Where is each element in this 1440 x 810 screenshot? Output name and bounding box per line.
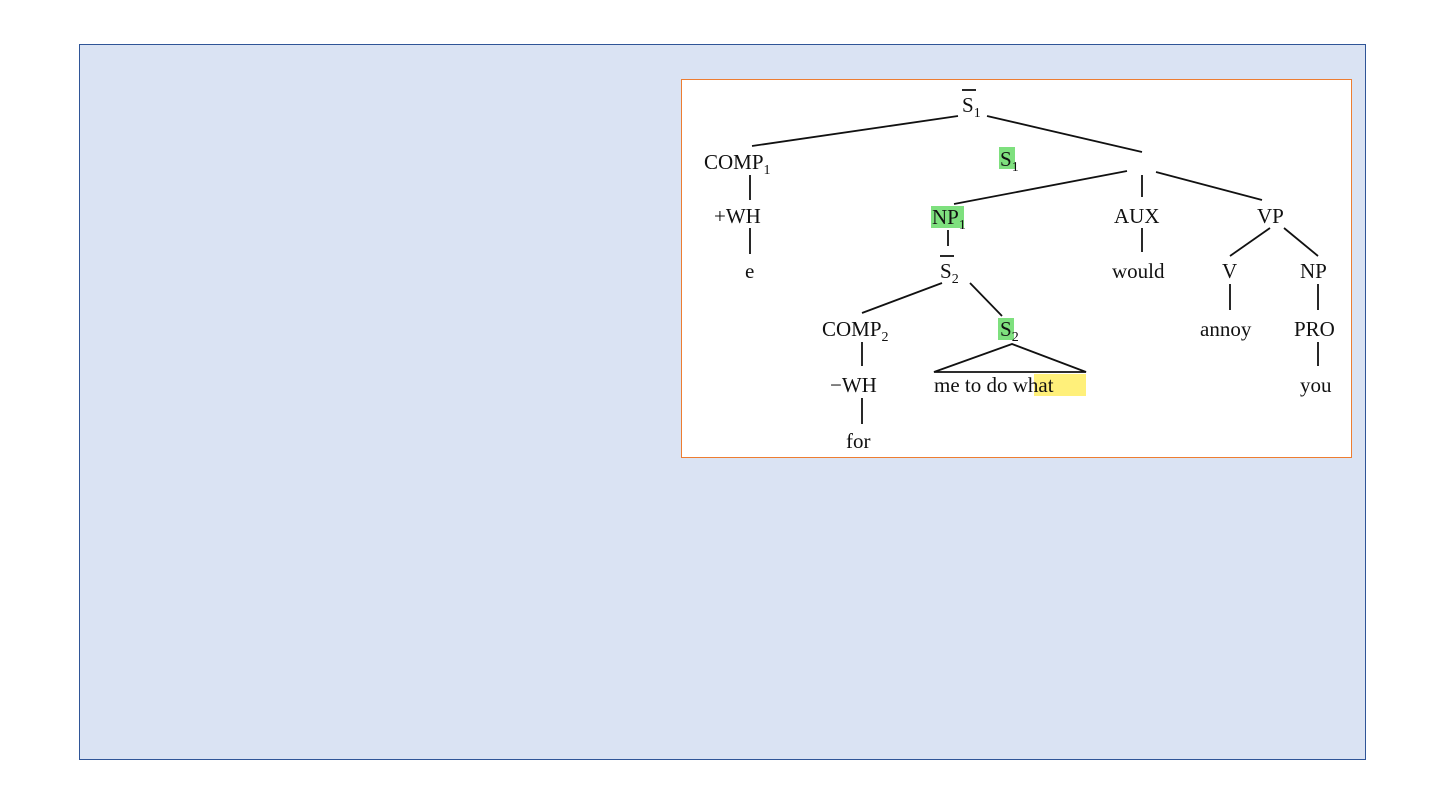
node-would: would: [1112, 259, 1165, 283]
edge-vp-v: [1229, 227, 1271, 257]
node-root: S1: [962, 93, 981, 121]
node-np: NP: [1300, 259, 1327, 283]
node-comp1: COMP1: [704, 150, 771, 178]
edge-sbar2-s2: [969, 282, 1003, 317]
node-aux: AUX: [1114, 204, 1160, 228]
terminal-string: me to do what: [934, 373, 1054, 397]
node-e: e: [745, 259, 754, 283]
node-pro: PRO: [1294, 317, 1335, 341]
node-wh-minus: −WH: [830, 373, 877, 397]
s2-highlight: [998, 318, 1014, 340]
tree-edges: [749, 115, 1319, 424]
syntax-tree-figure: S1 COMP1 +WH e S1 NP1 AUX would VP V ann…: [681, 79, 1352, 458]
edge-s1-np1: [953, 170, 1128, 205]
node-annoy: annoy: [1200, 317, 1252, 341]
s2-triangle: [933, 343, 1087, 373]
tree-nodes: S1 COMP1 +WH e S1 NP1 AUX would VP V ann…: [704, 89, 1335, 453]
node-comp2: COMP2: [822, 317, 889, 345]
node-s2: S2: [1000, 317, 1019, 345]
node-for: for: [846, 429, 871, 453]
node-you: you: [1300, 373, 1332, 397]
node-np1: NP1: [932, 205, 966, 233]
edge-vp-np: [1283, 227, 1319, 257]
what-highlight: [1034, 374, 1086, 396]
node-s1: S1: [1000, 147, 1019, 175]
syntax-tree-svg: S1 COMP1 +WH e S1 NP1 AUX would VP V ann…: [704, 89, 1335, 453]
s1-highlight: [999, 147, 1015, 169]
edge-root-s1: [986, 115, 1143, 153]
np1-highlight: [931, 206, 964, 228]
edge-root-comp1: [751, 115, 959, 147]
node-vp: VP: [1257, 204, 1284, 228]
node-v: V: [1222, 259, 1237, 283]
edge-s1-vp: [1155, 171, 1263, 201]
edge-sbar2-comp2: [861, 282, 943, 314]
node-sbar2: S2: [940, 259, 959, 287]
node-wh-plus: +WH: [714, 204, 761, 228]
